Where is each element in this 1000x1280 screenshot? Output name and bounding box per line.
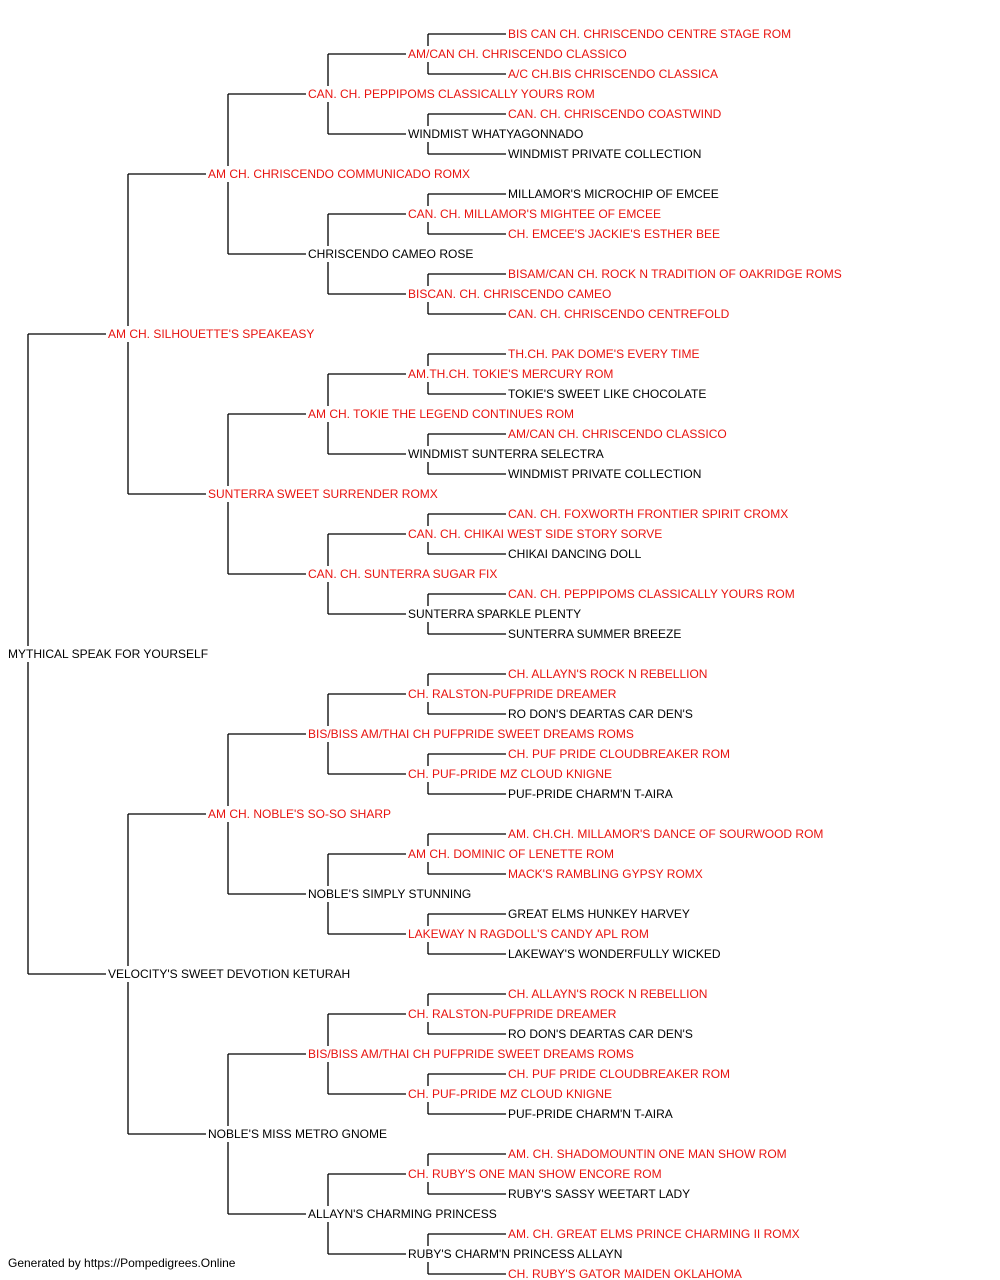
dog-name-root-dam-sire-sire[interactable]: BIS/BISS AM/THAI CH PUFPRIDE SWEET DREAM…	[308, 727, 634, 741]
dog-name-root-dam-sire-dam-dam-sire[interactable]: GREAT ELMS HUNKEY HARVEY	[508, 907, 690, 921]
dog-name-root-dam-sire-dam-sire-dam[interactable]: MACK'S RAMBLING GYPSY ROMX	[508, 867, 703, 881]
dog-name-root-sire-sire-dam-dam[interactable]: BISCAN. CH. CHRISCENDO CAMEO	[408, 287, 611, 301]
dog-name-root-sire-sire[interactable]: AM CH. CHRISCENDO COMMUNICADO ROMX	[208, 167, 470, 181]
dog-name-root-sire-dam-dam-sire-dam[interactable]: CHIKAI DANCING DOLL	[508, 547, 642, 561]
dog-name-root-dam-sire-sire-sire[interactable]: CH. RALSTON-PUFPRIDE DREAMER	[408, 687, 617, 701]
dog-name-root-dam-sire-sire-dam-sire[interactable]: CH. PUF PRIDE CLOUDBREAKER ROM	[508, 747, 730, 761]
dog-name-root-dam-dam-dam-dam[interactable]: RUBY'S CHARM'N PRINCESS ALLAYN	[408, 1247, 622, 1261]
dog-name-root-dam-dam-dam-sire-sire[interactable]: AM. CH. SHADOMOUNTIN ONE MAN SHOW ROM	[508, 1147, 787, 1161]
dog-name-root-sire-sire-sire[interactable]: CAN. CH. PEPPIPOMS CLASSICALLY YOURS ROM	[308, 87, 595, 101]
dog-name-root-dam-dam-sire-dam-dam[interactable]: PUF-PRIDE CHARM'N T-AIRA	[508, 1107, 673, 1121]
dog-name-root-sire-sire-sire-dam-dam[interactable]: WINDMIST PRIVATE COLLECTION	[508, 147, 701, 161]
dog-name-root-sire-dam-sire-sire-dam[interactable]: TOKIE'S SWEET LIKE CHOCOLATE	[508, 387, 706, 401]
dog-name-root-sire-dam-dam-dam-dam[interactable]: SUNTERRA SUMMER BREEZE	[508, 627, 681, 641]
dog-name-root-dam-sire-sire-dam-dam[interactable]: PUF-PRIDE CHARM'N T-AIRA	[508, 787, 673, 801]
dog-name-root-sire-sire-sire-sire-sire[interactable]: BIS CAN CH. CHRISCENDO CENTRE STAGE ROM	[508, 27, 791, 41]
dog-name-root-dam-dam-sire-sire[interactable]: CH. RALSTON-PUFPRIDE DREAMER	[408, 1007, 617, 1021]
dog-name-root-dam-sire-dam[interactable]: NOBLE'S SIMPLY STUNNING	[308, 887, 471, 901]
dog-name-root-dam-sire-dam-sire-sire[interactable]: AM. CH.CH. MILLAMOR'S DANCE OF SOURWOOD …	[508, 827, 823, 841]
footer-credit: Generated by https://Pompedigrees.Online	[8, 1256, 236, 1270]
dog-name-root-sire-dam-sire-dam[interactable]: WINDMIST SUNTERRA SELECTRA	[408, 447, 604, 461]
dog-name-root-sire-sire-dam-sire-sire[interactable]: MILLAMOR'S MICROCHIP OF EMCEE	[508, 187, 719, 201]
dog-name-root-dam-sire-dam-sire[interactable]: AM CH. DOMINIC OF LENETTE ROM	[408, 847, 614, 861]
dog-name-root-dam-dam-sire-dam[interactable]: CH. PUF-PRIDE MZ CLOUD KNIGNE	[408, 1087, 612, 1101]
dog-name-root-dam-dam-sire[interactable]: BIS/BISS AM/THAI CH PUFPRIDE SWEET DREAM…	[308, 1047, 634, 1061]
dog-name-root-dam-dam-sire-sire-sire[interactable]: CH. ALLAYN'S ROCK N REBELLION	[508, 987, 707, 1001]
dog-name-root-dam-dam-sire-dam-sire[interactable]: CH. PUF PRIDE CLOUDBREAKER ROM	[508, 1067, 730, 1081]
dog-name-root-sire-dam-dam-sire-sire[interactable]: CAN. CH. FOXWORTH FRONTIER SPIRIT CROMX	[508, 507, 788, 521]
dog-name-root-dam-sire[interactable]: AM CH. NOBLE'S SO-SO SHARP	[208, 807, 391, 821]
dog-name-root-dam-sire-sire-dam[interactable]: CH. PUF-PRIDE MZ CLOUD KNIGNE	[408, 767, 612, 781]
dog-name-root-dam-dam[interactable]: NOBLE'S MISS METRO GNOME	[208, 1127, 387, 1141]
dog-name-root-sire-sire-sire-dam[interactable]: WINDMIST WHATYAGONNADO	[408, 127, 583, 141]
dog-name-root-sire[interactable]: AM CH. SILHOUETTE'S SPEAKEASY	[108, 327, 314, 341]
dog-name-root-dam[interactable]: VELOCITY'S SWEET DEVOTION KETURAH	[108, 967, 350, 981]
dog-name-root-sire-sire-dam[interactable]: CHRISCENDO CAMEO ROSE	[308, 247, 473, 261]
dog-name-root-sire-sire-sire-sire-dam[interactable]: A/C CH.BIS CHRISCENDO CLASSICA	[508, 67, 718, 81]
dog-name-root-dam-dam-dam-sire[interactable]: CH. RUBY'S ONE MAN SHOW ENCORE ROM	[408, 1167, 662, 1181]
dog-name-root-dam-dam-dam[interactable]: ALLAYN'S CHARMING PRINCESS	[308, 1207, 497, 1221]
dog-name-root-sire-sire-sire-sire[interactable]: AM/CAN CH. CHRISCENDO CLASSICO	[408, 47, 627, 61]
dog-name-root-sire-dam-dam-dam[interactable]: SUNTERRA SPARKLE PLENTY	[408, 607, 581, 621]
dog-name-root-sire-dam-sire[interactable]: AM CH. TOKIE THE LEGEND CONTINUES ROM	[308, 407, 574, 421]
dog-name-root-dam-dam-dam-sire-dam[interactable]: RUBY'S SASSY WEETART LADY	[508, 1187, 690, 1201]
dog-name-root[interactable]: MYTHICAL SPEAK FOR YOURSELF	[8, 647, 208, 661]
dog-name-root-dam-sire-sire-sire-sire[interactable]: CH. ALLAYN'S ROCK N REBELLION	[508, 667, 707, 681]
dog-name-root-dam-dam-dam-dam-dam[interactable]: CH. RUBY'S GATOR MAIDEN OKLAHOMA	[508, 1267, 742, 1280]
dog-name-root-sire-dam-sire-sire-sire[interactable]: TH.CH. PAK DOME'S EVERY TIME	[508, 347, 699, 361]
dog-name-root-sire-dam-dam-dam-sire[interactable]: CAN. CH. PEPPIPOMS CLASSICALLY YOURS ROM	[508, 587, 795, 601]
dog-name-root-dam-sire-sire-sire-dam[interactable]: RO DON'S DEARTAS CAR DEN'S	[508, 707, 693, 721]
dog-name-root-dam-sire-dam-dam-dam[interactable]: LAKEWAY'S WONDERFULLY WICKED	[508, 947, 721, 961]
dog-name-root-sire-dam-dam[interactable]: CAN. CH. SUNTERRA SUGAR FIX	[308, 567, 497, 581]
dog-name-root-sire-dam-sire-dam-dam[interactable]: WINDMIST PRIVATE COLLECTION	[508, 467, 701, 481]
dog-name-root-dam-sire-dam-dam[interactable]: LAKEWAY N RAGDOLL'S CANDY APL ROM	[408, 927, 649, 941]
dog-name-root-sire-dam-dam-sire[interactable]: CAN. CH. CHIKAI WEST SIDE STORY SORVE	[408, 527, 662, 541]
dog-name-root-sire-dam-sire-dam-sire[interactable]: AM/CAN CH. CHRISCENDO CLASSICO	[508, 427, 727, 441]
dog-name-root-sire-sire-dam-sire[interactable]: CAN. CH. MILLAMOR'S MIGHTEE OF EMCEE	[408, 207, 661, 221]
dog-name-root-sire-sire-dam-dam-dam[interactable]: CAN. CH. CHRISCENDO CENTREFOLD	[508, 307, 730, 321]
dog-name-root-dam-dam-sire-sire-dam[interactable]: RO DON'S DEARTAS CAR DEN'S	[508, 1027, 693, 1041]
dog-name-root-dam-dam-dam-dam-sire[interactable]: AM. CH. GREAT ELMS PRINCE CHARMING II RO…	[508, 1227, 800, 1241]
dog-name-root-sire-sire-dam-dam-sire[interactable]: BISAM/CAN CH. ROCK N TRADITION OF OAKRID…	[508, 267, 842, 281]
dog-name-root-sire-sire-sire-dam-sire[interactable]: CAN. CH. CHRISCENDO COASTWIND	[508, 107, 722, 121]
dog-name-root-sire-sire-dam-sire-dam[interactable]: CH. EMCEE'S JACKIE'S ESTHER BEE	[508, 227, 720, 241]
dog-name-root-sire-dam[interactable]: SUNTERRA SWEET SURRENDER ROMX	[208, 487, 438, 501]
dog-name-root-sire-dam-sire-sire[interactable]: AM.TH.CH. TOKIE'S MERCURY ROM	[408, 367, 613, 381]
